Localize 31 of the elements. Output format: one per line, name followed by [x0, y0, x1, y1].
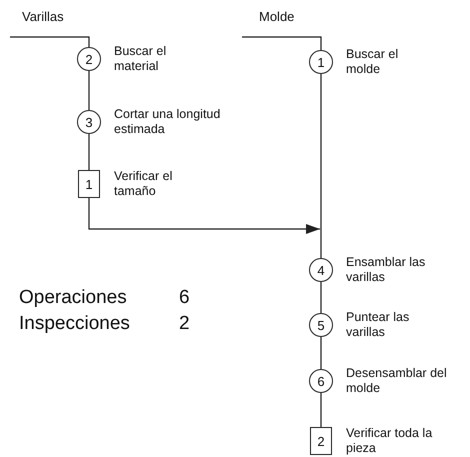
- operation-circle: 5: [309, 313, 333, 337]
- operation-circle: 3: [77, 110, 101, 134]
- inspection-box: 1: [78, 170, 100, 198]
- step-description: Verificar el tamaño: [114, 169, 174, 199]
- flow-line: [320, 393, 322, 427]
- step-description: Puntear las varillas: [346, 310, 410, 340]
- step-description: Buscar el molde: [346, 47, 400, 77]
- flow-line: [88, 71, 90, 110]
- arrow: [88, 198, 320, 234]
- count-value: 2: [179, 313, 190, 335]
- operation-circle: 1: [309, 50, 333, 74]
- flow-line: [320, 337, 322, 369]
- flow-line: [242, 36, 322, 50]
- material-label: Varillas: [22, 9, 64, 24]
- summary-label: Operaciones: [19, 287, 127, 309]
- material-label: Molde: [259, 9, 294, 24]
- flow-line: [320, 74, 322, 258]
- step-description: Desensamblar del molde: [346, 366, 448, 396]
- step-description: Ensamblar las varillas: [346, 255, 426, 285]
- summary-label: Inspecciones: [19, 313, 130, 335]
- flow-line: [88, 134, 90, 170]
- step-description: Cortar una longitud estimada: [114, 107, 222, 137]
- operation-circle: 2: [77, 47, 101, 71]
- inspection-box: 2: [310, 427, 332, 455]
- operation-circle: 4: [309, 258, 333, 282]
- step-description: Buscar el material: [114, 44, 168, 74]
- flow-line: [320, 282, 322, 313]
- step-description: Verificar toda la pieza: [346, 426, 434, 456]
- count-value: 6: [179, 287, 190, 309]
- operation-circle: 6: [309, 369, 333, 393]
- flow-line: [10, 36, 90, 47]
